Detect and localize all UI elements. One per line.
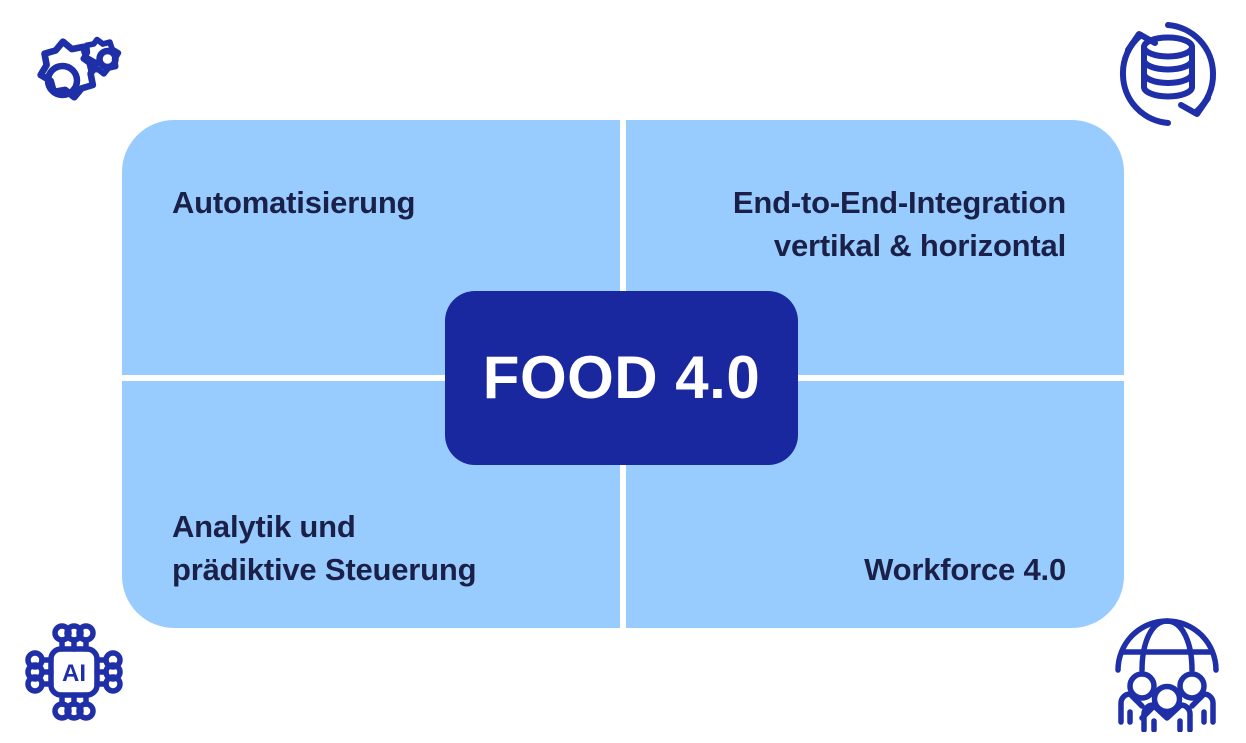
quadrant-top-left-label: Automatisierung: [172, 185, 416, 220]
quadrant-bottom-right[interactable]: Workforce 4.0: [626, 381, 1124, 628]
ai-chip-icon: AI: [18, 614, 130, 730]
database-sync-icon: [1108, 14, 1228, 134]
quadrant-bottom-right-label: Workforce 4.0: [864, 552, 1066, 588]
quadrant-bottom-left[interactable]: Analytik und prädiktive Steuerung: [122, 381, 620, 628]
center-badge-label: FOOD 4.0: [482, 344, 761, 411]
center-badge[interactable]: FOOD 4.0: [445, 291, 798, 465]
quadrant-top-right-label: End-to-End-Integration vertikal & horizo…: [732, 185, 1066, 263]
quadrant-bottom-left-label: Analytik und prädiktive Steuerung: [172, 509, 477, 588]
gears-icon: [18, 20, 130, 132]
quadrant-top-left[interactable]: Automatisierung: [122, 120, 620, 375]
quadrant-top-right[interactable]: End-to-End-Integration vertikal & horizo…: [626, 120, 1124, 375]
ai-chip-text: AI: [62, 660, 86, 687]
people-globe-icon: [1106, 614, 1228, 733]
quadrant-panel: Automatisierung End-to-End-Integration v…: [122, 120, 1124, 628]
